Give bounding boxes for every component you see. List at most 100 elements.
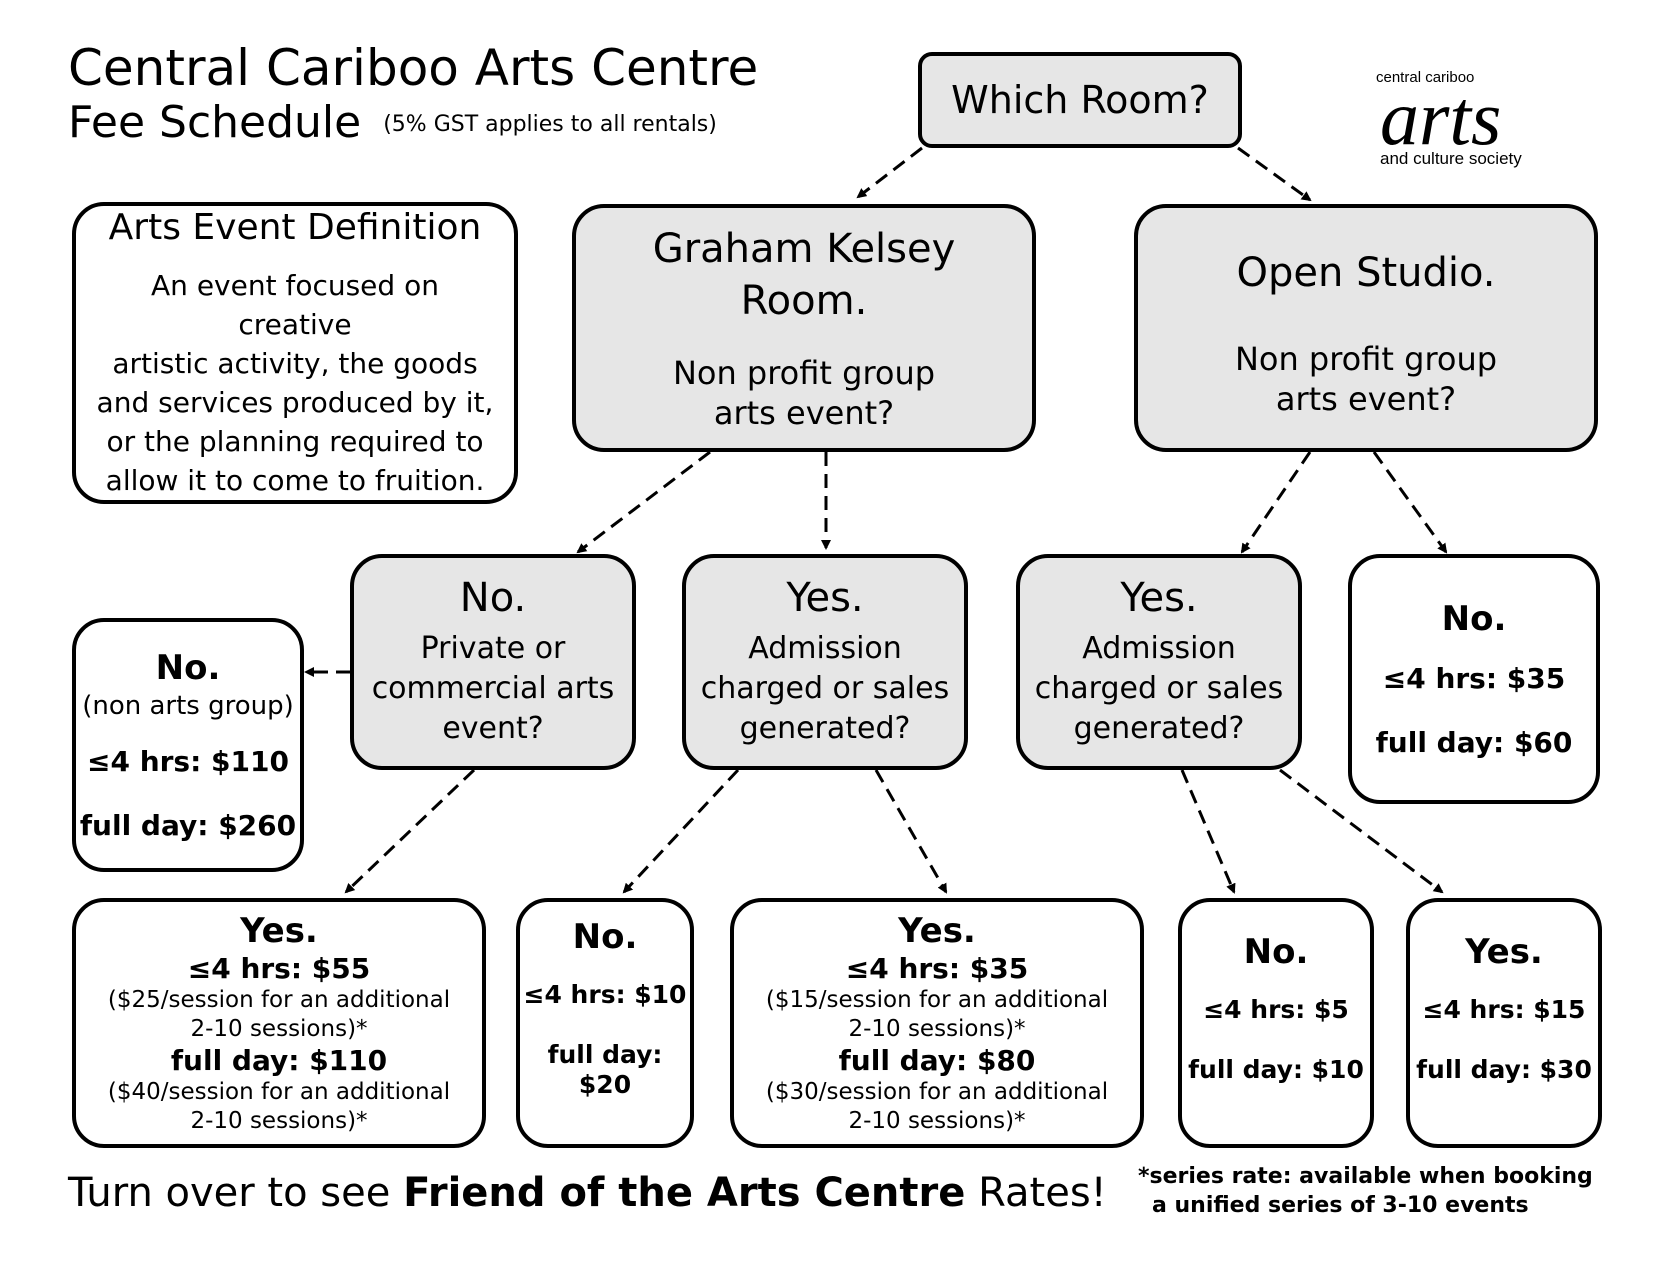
definition-line: or the planning required to <box>106 424 484 458</box>
studio-name: Open Studio. <box>1236 250 1496 296</box>
studio-adm-no-hours: ≤4 hrs: $5 <box>1203 995 1349 1024</box>
commercial-yes-day-note2: 2-10 sessions)* <box>190 1108 368 1134</box>
arrow-studio-yes-to-no <box>1180 769 1236 894</box>
arrow-studio-to-yes <box>1240 451 1312 554</box>
logo-script-text: arts <box>1380 74 1501 161</box>
graham-no-line2: commercial arts <box>371 671 615 706</box>
non-arts-fee-sub: (non arts group) <box>82 691 294 721</box>
graham-adm-yes-day-note2: 2-10 sessions)* <box>848 1108 1026 1134</box>
graham-no-box: No. Private or commercial arts event? <box>350 554 636 770</box>
studio-question-line1: Non profit group <box>1234 340 1498 378</box>
graham-question-line1: Non profit group <box>672 354 936 392</box>
studio-yes-line2: charged or sales <box>1034 671 1284 706</box>
definition-line: and services produced by it, <box>96 385 494 419</box>
which-room-label: Which Room? <box>951 78 1209 122</box>
commercial-yes-hours-note2: 2-10 sessions)* <box>190 1016 368 1042</box>
studio-yes-line1: Admission <box>1082 631 1236 666</box>
definition-line: An event focused on creative <box>151 268 439 341</box>
studio-yes-line3: generated? <box>1073 711 1245 746</box>
which-room-box: Which Room? <box>918 52 1242 148</box>
studio-no-fee-box: No. ≤4 hrs: $35 full day: $60 <box>1348 554 1600 804</box>
studio-adm-yes-head: Yes. <box>1465 932 1543 972</box>
commercial-yes-day: full day: $110 <box>170 1044 388 1077</box>
arrow-studio-to-no <box>1372 451 1448 554</box>
footer-bold: Friend of the Arts Centre <box>403 1170 966 1216</box>
arrow-private-to-yes <box>344 768 476 894</box>
arrow-room-to-graham <box>856 146 923 199</box>
graham-adm-yes-head: Yes. <box>898 911 976 951</box>
graham-no-head: No. <box>459 575 527 621</box>
footer-text: Turn over to see Friend of the Arts Cent… <box>68 1170 1107 1216</box>
logo-bottom-text: and culture society <box>1380 149 1522 168</box>
arts-society-logo: central cariboo arts and culture society <box>1370 44 1570 174</box>
non-arts-fee-day: full day: $260 <box>79 809 297 842</box>
gst-note: (5% GST applies to all rentals) <box>383 112 717 137</box>
studio-yes-box: Yes. Admission charged or sales generate… <box>1016 554 1302 770</box>
arts-event-definition-box: Arts Event Definition An event focused o… <box>72 202 518 504</box>
graham-adm-yes-day: full day: $80 <box>838 1044 1036 1077</box>
graham-yes-box: Yes. Admission charged or sales generate… <box>682 554 968 770</box>
definition-line: allow it to come to fruition. <box>105 463 485 497</box>
open-studio-box: Open Studio. Non profit group arts event… <box>1134 204 1598 452</box>
graham-room-name-line1: Graham Kelsey <box>652 226 956 272</box>
commercial-yes-hours: ≤4 hrs: $55 <box>187 952 371 985</box>
footnote-line1: *series rate: available when booking <box>1138 1164 1593 1189</box>
graham-yes-line3: generated? <box>739 711 911 746</box>
page-title: Central Cariboo Arts Centre <box>68 39 759 97</box>
graham-yes-line2: charged or sales <box>700 671 950 706</box>
definition-body: An event focused on creative artistic ac… <box>90 266 500 500</box>
studio-no-fee-head: No. <box>1441 599 1507 639</box>
graham-adm-yes-hours-note2: 2-10 sessions)* <box>848 1016 1026 1042</box>
graham-adm-yes-hours-note: ($15/session for an additional 2-10 sess… <box>766 986 1108 1044</box>
fee-schedule-title: Fee Schedule <box>68 97 362 148</box>
graham-adm-no-day: full day: $20 <box>547 1040 663 1099</box>
commercial-yes-head: Yes. <box>240 911 318 951</box>
graham-kelsey-room-box: Graham Kelsey Room. Non profit group art… <box>572 204 1036 452</box>
footer-prefix: Turn over to see <box>68 1170 404 1216</box>
logo-top-text: central cariboo <box>1376 69 1474 86</box>
commercial-yes-day-note: ($40/session for an additional 2-10 sess… <box>108 1078 450 1136</box>
studio-no-fee-hours: ≤4 hrs: $35 <box>1382 662 1566 695</box>
arrow-graham-to-no <box>576 450 711 554</box>
arrow-room-to-studio <box>1237 146 1312 202</box>
studio-adm-yes-day: full day: $30 <box>1416 1055 1592 1084</box>
arrow-graham-yes-to-no <box>622 768 740 894</box>
graham-no-line1: Private or <box>420 631 566 666</box>
graham-yes-line1: Admission <box>748 631 902 666</box>
commercial-yes-day-note1: ($40/session for an additional <box>107 1079 451 1105</box>
graham-question-line2: arts event? <box>713 394 895 432</box>
studio-adm-yes-hours: ≤4 hrs: $15 <box>1422 995 1586 1024</box>
page-subtitle: Fee Schedule (5% GST applies to all renta… <box>68 96 717 152</box>
graham-room-name-line2: Room. <box>740 278 868 324</box>
studio-question-line2: arts event? <box>1275 380 1457 418</box>
footnote-line2: a unified series of 3-10 events <box>1152 1193 1529 1218</box>
studio-yes-head: Yes. <box>1120 575 1198 621</box>
studio-adm-no-head: No. <box>1243 932 1309 972</box>
studio-question: Non profit group arts event? <box>1235 339 1497 419</box>
commercial-yes-fee-box: Yes. ≤4 hrs: $55 ($25/session for an add… <box>72 898 486 1148</box>
graham-yes-text: Admission charged or sales generated? <box>701 629 949 749</box>
graham-adm-yes-day-note1: ($30/session for an additional <box>765 1079 1109 1105</box>
graham-adm-no-head: No. <box>572 917 638 957</box>
graham-adm-yes-fee-box: Yes. ≤4 hrs: $35 ($15/session for an add… <box>730 898 1144 1148</box>
arrow-studio-yes-to-yes <box>1279 768 1444 894</box>
studio-yes-text: Admission charged or sales generated? <box>1035 629 1283 749</box>
graham-adm-no-hours: ≤4 hrs: $10 <box>523 980 687 1009</box>
commercial-yes-hours-note1: ($25/session for an additional <box>107 987 451 1013</box>
graham-room-question: Non profit group arts event? <box>673 353 935 433</box>
non-arts-fee-hours: ≤4 hrs: $110 <box>87 745 289 778</box>
studio-adm-no-fee-box: No. ≤4 hrs: $5 full day: $10 <box>1178 898 1374 1148</box>
arrow-graham-yes-to-yes <box>874 769 948 894</box>
graham-adm-yes-hours-note1: ($15/session for an additional <box>765 987 1109 1013</box>
graham-no-text: Private or commercial arts event? <box>372 629 615 749</box>
non-arts-fee-box: No. (non arts group) ≤4 hrs: $110 full d… <box>72 618 304 872</box>
graham-yes-head: Yes. <box>786 575 864 621</box>
graham-adm-no-fee-box: No. ≤4 hrs: $10 full day: $20 <box>516 898 694 1148</box>
studio-no-fee-day: full day: $60 <box>1375 726 1573 759</box>
non-arts-fee-head: No. <box>155 648 221 688</box>
graham-no-line3: event? <box>442 711 544 746</box>
definition-line: artistic activity, the goods <box>112 346 478 380</box>
series-rate-footnote: *series rate: available when booking a u… <box>1138 1162 1593 1220</box>
studio-adm-yes-fee-box: Yes. ≤4 hrs: $15 full day: $30 <box>1406 898 1602 1148</box>
